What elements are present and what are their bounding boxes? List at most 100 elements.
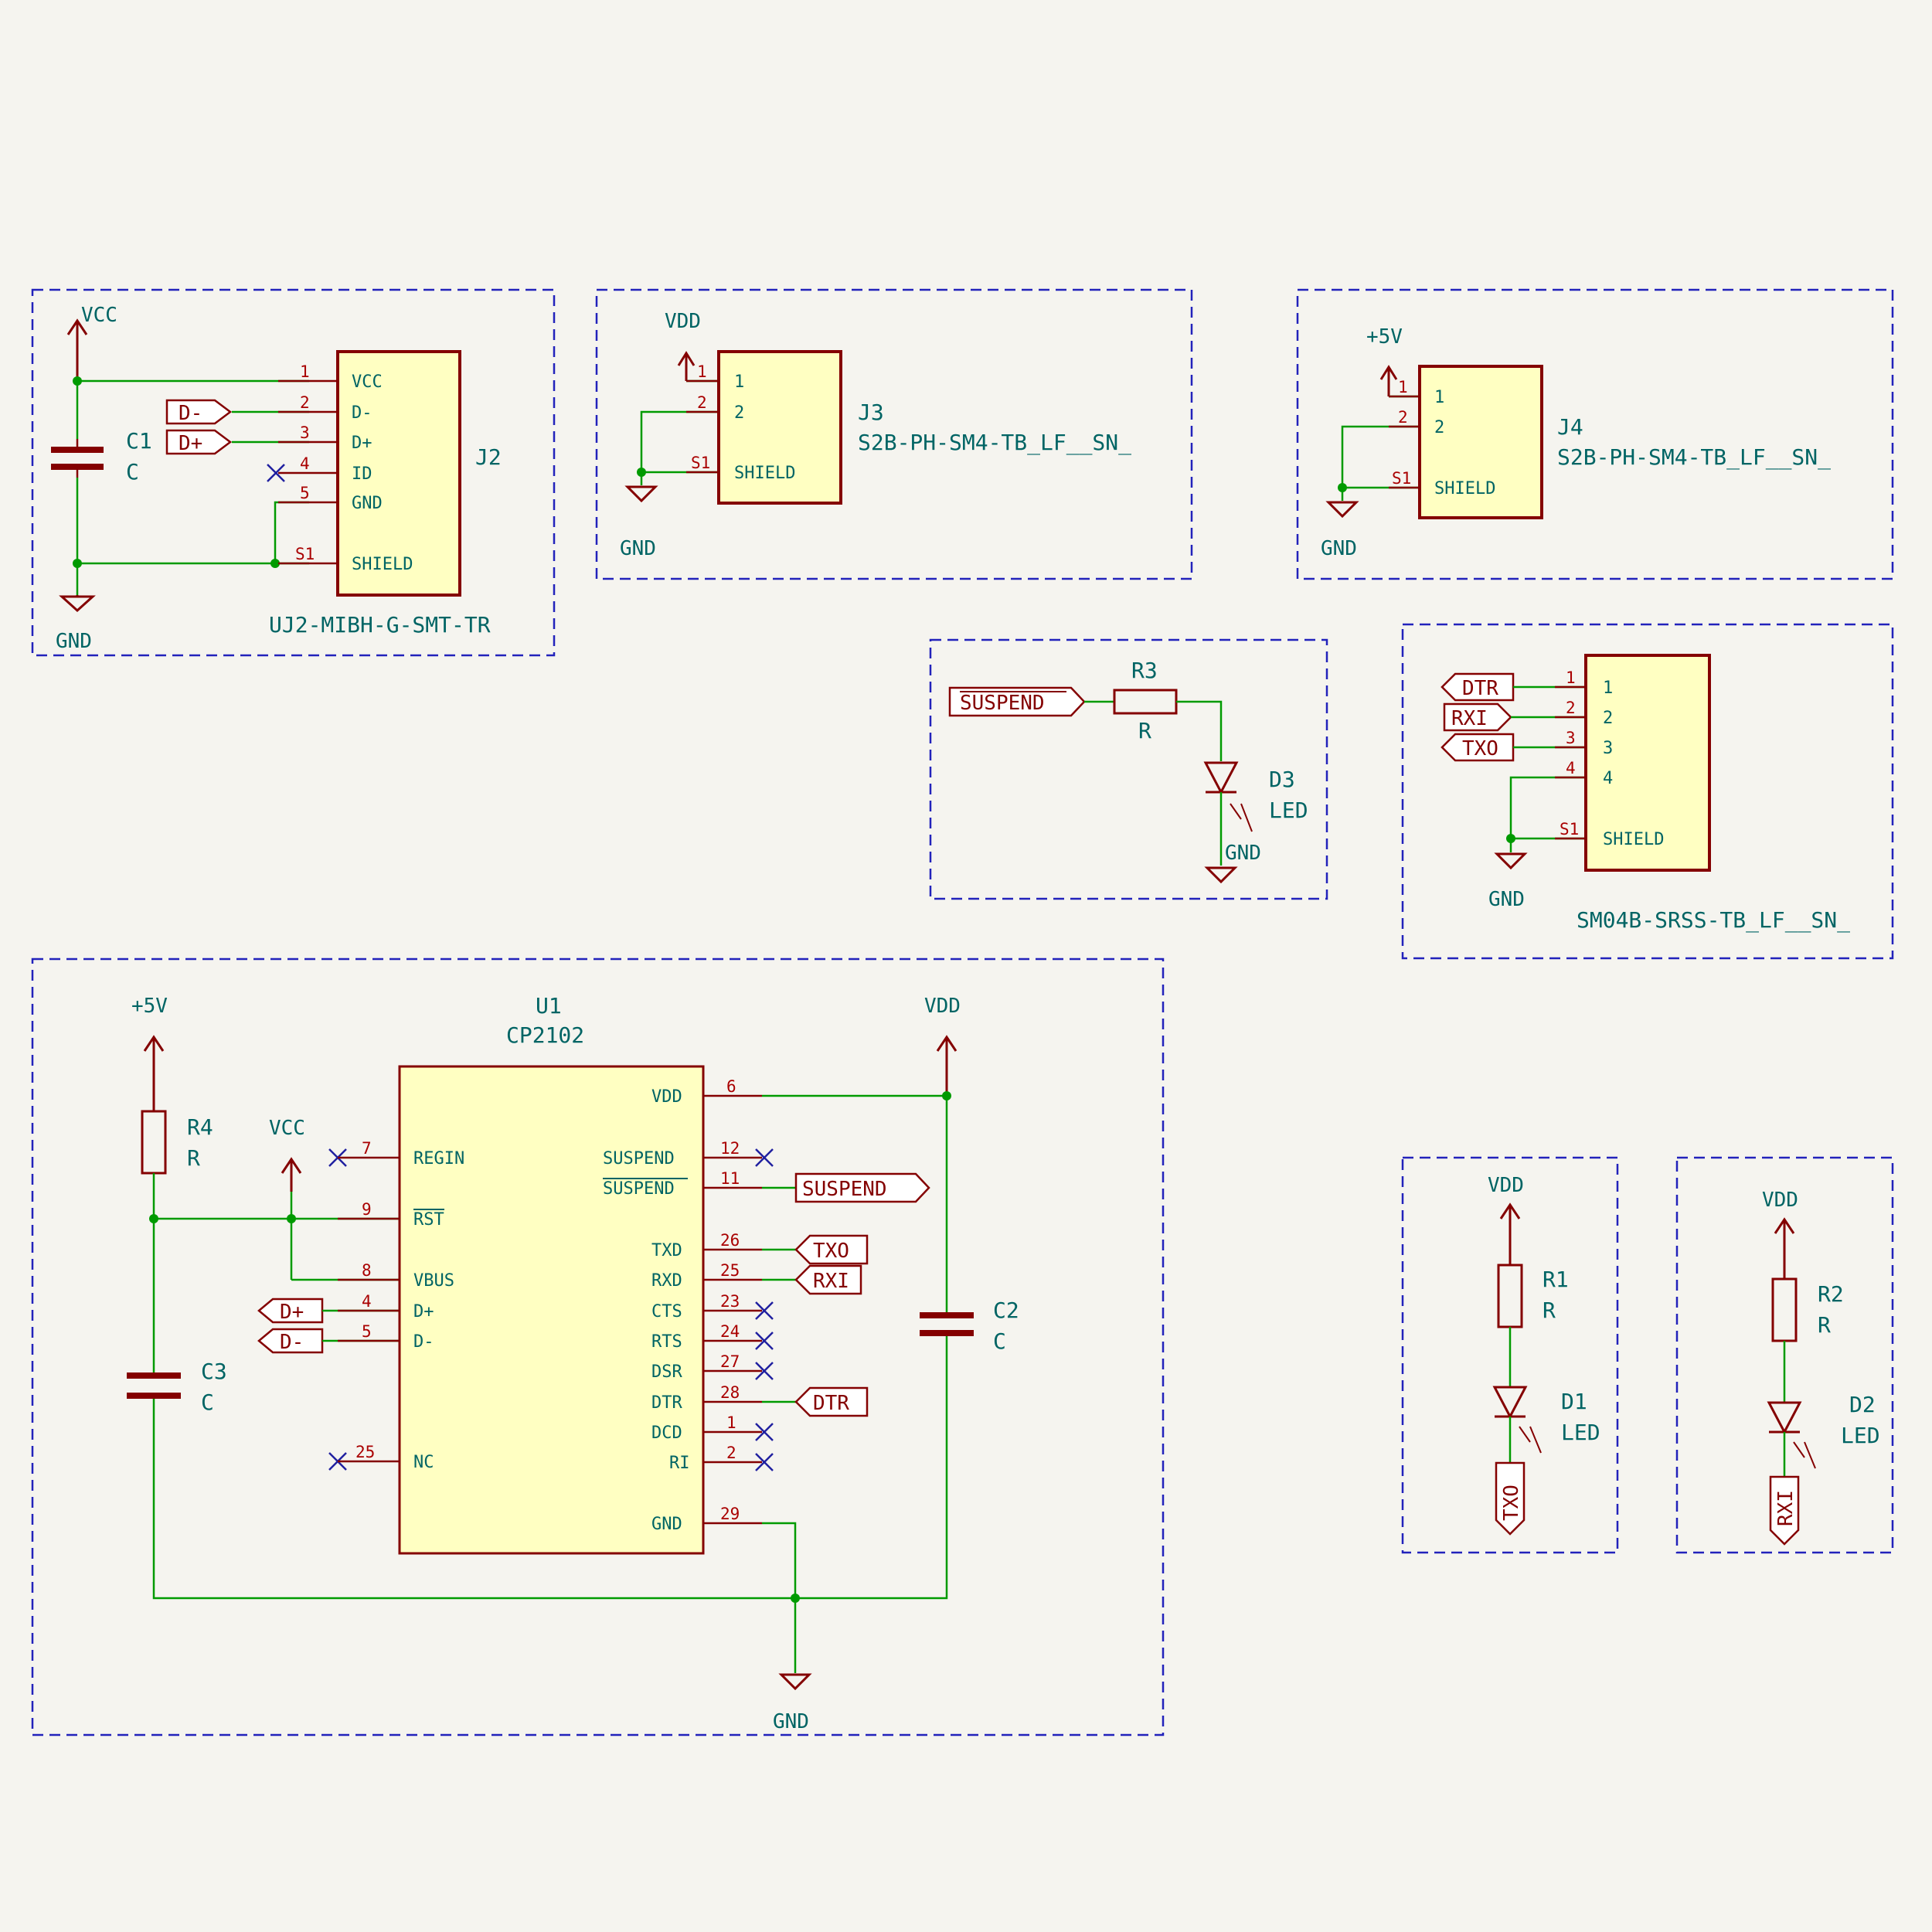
j4-block: +5V GND 1 2 S1 1 2 SHIELD J4 S2B-PH-SM4-… (1321, 325, 1831, 560)
svg-text:3: 3 (1566, 729, 1576, 747)
svg-text:25: 25 (720, 1261, 740, 1280)
global-label-dminus: D- (165, 399, 233, 425)
svg-text:GND: GND (1488, 888, 1525, 911)
frame-j3 (595, 288, 1193, 580)
svg-text:R4: R4 (187, 1114, 213, 1140)
svg-text:SHIELD: SHIELD (352, 555, 413, 574)
d1-led: D1 LED (1492, 1386, 1600, 1454)
svg-text:RXI: RXI (1774, 1490, 1798, 1526)
svg-text:4: 4 (362, 1292, 372, 1311)
svg-text:+5V: +5V (131, 995, 168, 1018)
svg-text:24: 24 (720, 1322, 740, 1341)
svg-text:27: 27 (720, 1352, 740, 1371)
svg-text:VDD: VDD (665, 310, 701, 333)
svg-text:DSR: DSR (651, 1362, 682, 1382)
svg-text:S1: S1 (691, 454, 710, 472)
global-label-suspend: SUSPEND (948, 686, 1086, 717)
vcc-power-symbol: VCC (66, 304, 117, 381)
svg-text:7: 7 (362, 1139, 372, 1158)
tx-led-block: VDD R1 R D1 LED TXO (1488, 1174, 1600, 1536)
no-connect-marker (755, 1148, 774, 1471)
j3-body (717, 350, 842, 505)
svg-text:VCC: VCC (269, 1117, 305, 1140)
svg-text:R2: R2 (1818, 1281, 1844, 1307)
vdd-power-symbol: VDD (1762, 1189, 1798, 1279)
global-label-dplus: D+ (257, 1298, 324, 1324)
svg-text:DTR: DTR (813, 1392, 849, 1415)
svg-text:3: 3 (300, 423, 310, 442)
u1-left-pins: 7 9 8 4 5 25 REGIN RST VBUS D+ D- NC (338, 1139, 464, 1472)
frame-rx-led (1675, 1156, 1894, 1554)
svg-text:5: 5 (362, 1322, 372, 1341)
svg-text:GND: GND (352, 494, 383, 513)
svg-text:1: 1 (1398, 378, 1408, 396)
svg-text:DTR: DTR (651, 1393, 682, 1413)
svg-text:C3: C3 (201, 1359, 227, 1384)
svg-text:8: 8 (362, 1261, 372, 1280)
u1-ref: U1 (536, 993, 562, 1019)
svg-text:VBUS: VBUS (413, 1271, 454, 1291)
j3-block: VDD GND 1 2 S1 1 2 SHIELD J3 S2B-PH-SM4-… (620, 310, 1131, 560)
svg-text:+5V: +5V (1366, 325, 1403, 349)
gnd-symbol: GND (773, 1673, 812, 1733)
rx-led-block: VDD R2 R D2 LED RXI (1762, 1189, 1880, 1546)
global-label-txo: TXO (1495, 1461, 1526, 1536)
svg-text:GND: GND (620, 537, 656, 560)
r4-resistor: R4 R (141, 1110, 213, 1175)
svg-text:25: 25 (355, 1443, 375, 1461)
j4-pins: 1 2 S1 1 2 SHIELD (1389, 378, 1495, 498)
svg-text:R1: R1 (1543, 1267, 1569, 1292)
uart-connector-block: DTR RXI TXO GND 1 2 3 4 (1440, 654, 1850, 934)
j5-value: SM04B-SRSS-TB_LF__SN_ (1577, 907, 1850, 934)
global-label-dtr: DTR (1440, 672, 1515, 702)
svg-text:1: 1 (1603, 679, 1613, 698)
svg-text:2: 2 (1603, 709, 1613, 728)
svg-text:2: 2 (300, 393, 310, 412)
svg-text:ID: ID (352, 464, 372, 484)
gnd-label: GND (56, 630, 92, 653)
frame-cp2102 (31, 957, 1165, 1736)
d2-led: D2 LED (1767, 1392, 1880, 1469)
svg-text:VDD: VDD (651, 1087, 682, 1107)
svg-text:TXD: TXD (651, 1241, 682, 1260)
svg-text:RST: RST (413, 1210, 444, 1230)
j3-ref: J3 (858, 400, 884, 425)
svg-text:1: 1 (726, 1413, 736, 1432)
gnd-symbol: GND (620, 485, 658, 560)
svg-text:SHIELD: SHIELD (1603, 830, 1664, 849)
svg-text:1: 1 (300, 362, 310, 381)
svg-text:2: 2 (1566, 699, 1576, 717)
vdd-power-symbol: VDD (665, 310, 701, 381)
svg-text:2: 2 (734, 403, 744, 423)
svg-text:2: 2 (726, 1444, 736, 1462)
svg-text:D2: D2 (1849, 1392, 1876, 1417)
svg-text:D-: D- (179, 402, 202, 425)
svg-text:C2: C2 (993, 1298, 1019, 1323)
svg-text:3: 3 (1603, 739, 1613, 758)
svg-text:1: 1 (1434, 388, 1444, 407)
svg-text:R: R (1543, 1298, 1556, 1323)
c2-capacitor: C2 C (920, 1298, 1019, 1354)
global-label-rxi: RXI (1769, 1475, 1800, 1546)
j4-ref: J4 (1557, 414, 1583, 440)
svg-text:RI: RI (669, 1454, 690, 1473)
svg-text:S1: S1 (1392, 469, 1411, 488)
svg-text:1: 1 (697, 362, 707, 381)
svg-text:S1: S1 (1560, 820, 1579, 838)
svg-text:D+: D+ (413, 1302, 434, 1321)
j3-pins: 1 2 S1 1 2 SHIELD (686, 362, 795, 483)
svg-text:RXI: RXI (1451, 707, 1488, 730)
svg-text:5: 5 (300, 484, 310, 502)
svg-text:S1: S1 (295, 545, 315, 563)
svg-text:SUSPEND: SUSPEND (960, 692, 1045, 715)
svg-text:D-: D- (352, 403, 372, 423)
svg-text:D+: D+ (352, 434, 372, 453)
svg-text:LED: LED (1561, 1420, 1600, 1445)
u1-body (398, 1065, 705, 1555)
svg-text:VDD: VDD (1762, 1189, 1798, 1212)
global-label-dminus: D- (257, 1328, 324, 1354)
vdd-power-symbol: VDD (1488, 1174, 1524, 1265)
svg-text:DTR: DTR (1462, 677, 1498, 700)
svg-text:12: 12 (720, 1139, 740, 1158)
frame-uart-connector (1401, 623, 1894, 960)
